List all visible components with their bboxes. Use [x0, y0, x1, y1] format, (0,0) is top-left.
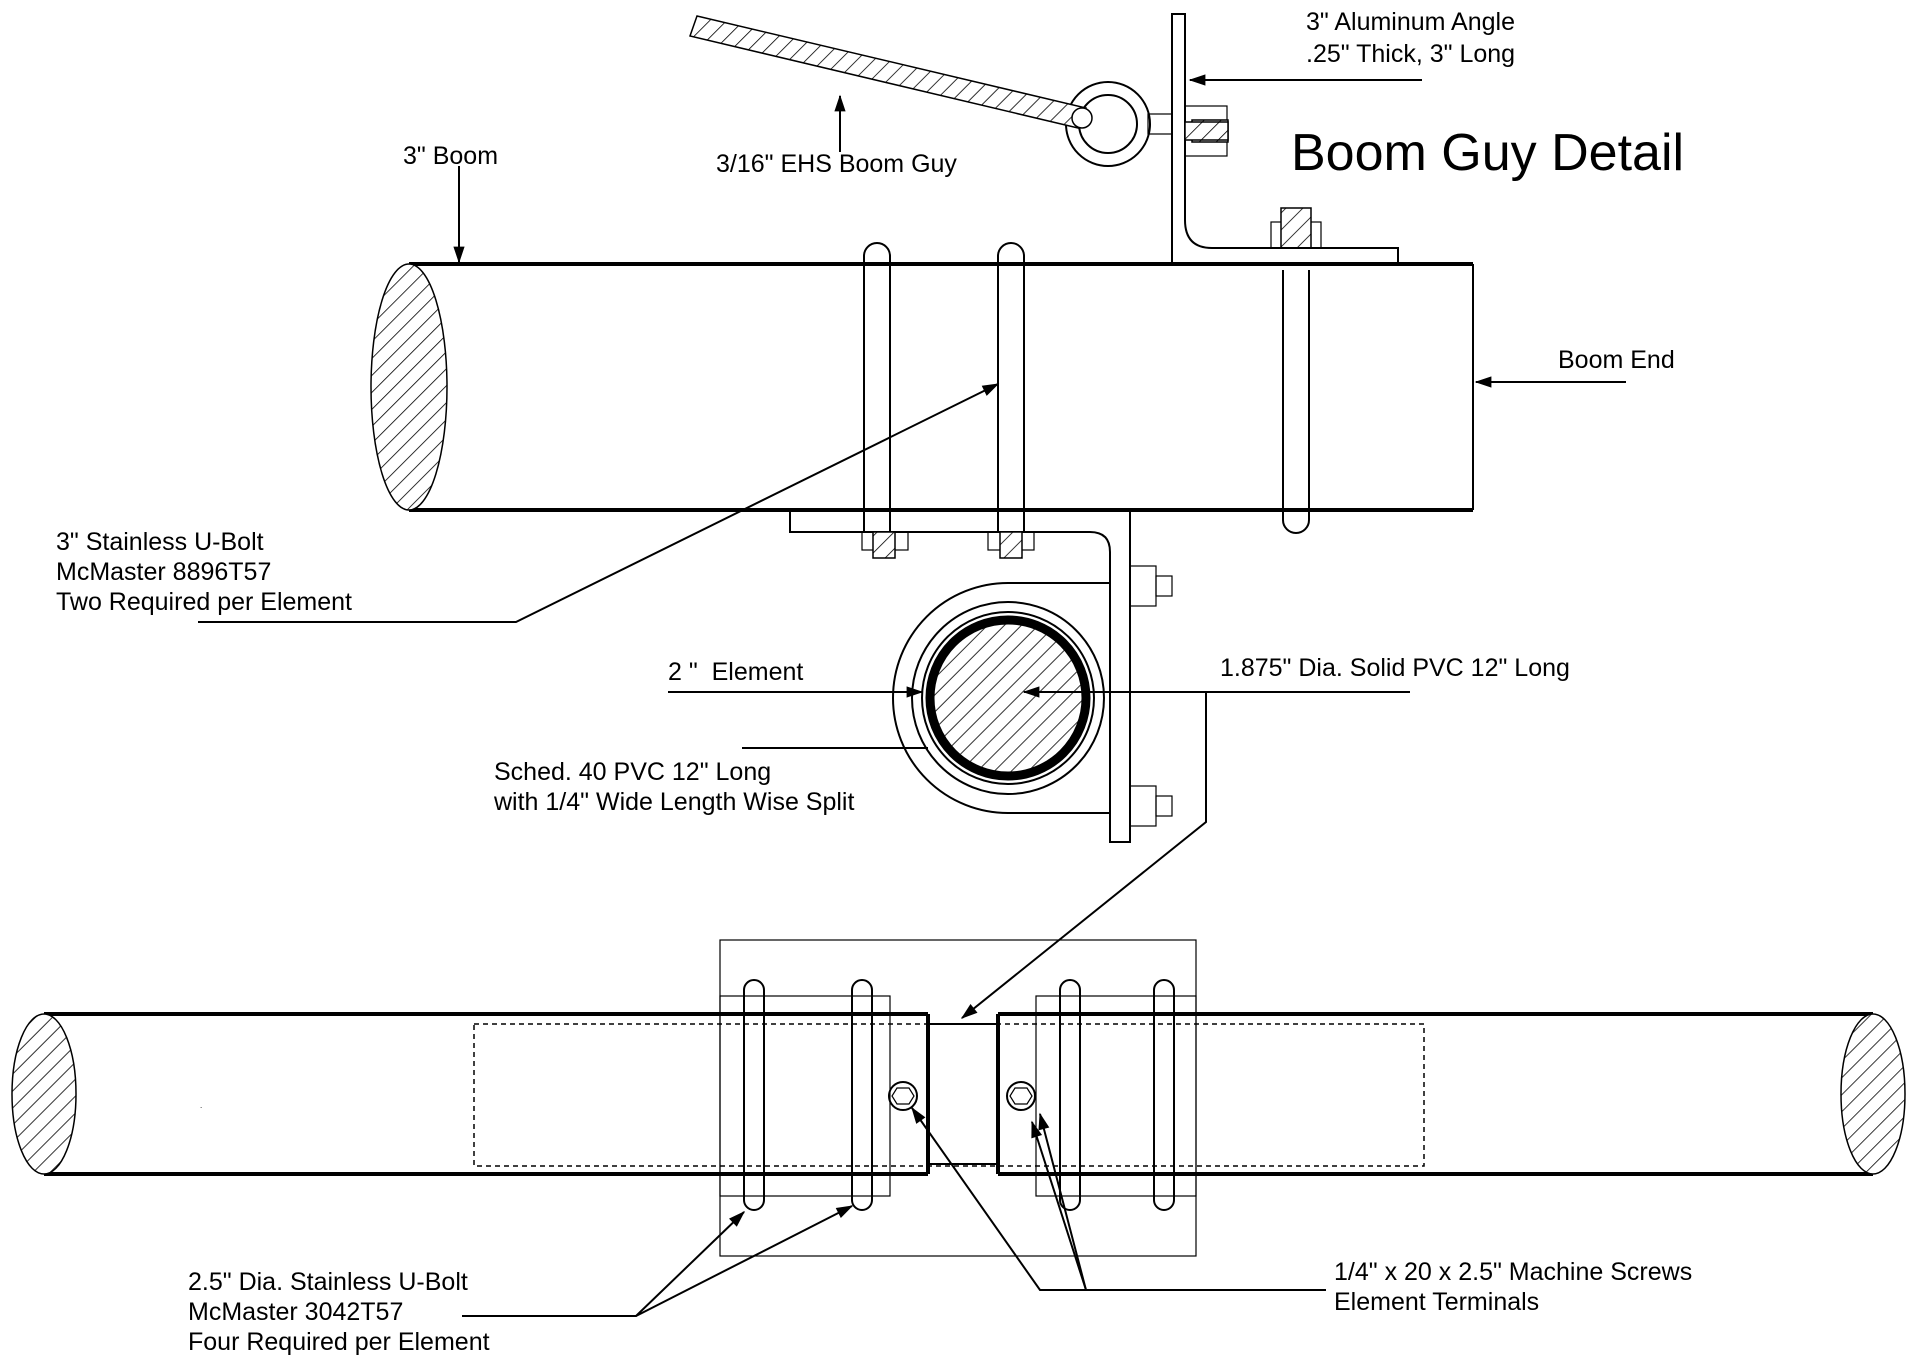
- element-u-bolt-1: [743, 979, 765, 1211]
- svg-text:.: .: [200, 1101, 202, 1110]
- pvc-insert-dashed: [473, 1023, 1425, 1167]
- element-u-bolt-3: [1059, 979, 1081, 1211]
- boom-u-bolt-3: [1270, 207, 1322, 534]
- label-sched-pvc-line1: Sched. 40 PVC 12" Long: [494, 758, 771, 786]
- label-sched-pvc-line2: with 1/4" Wide Length Wise Split: [493, 788, 854, 816]
- solid-pvc-core: [925, 615, 1091, 781]
- element-right-end-hatch: [1840, 1013, 1906, 1175]
- boom-3in: [370, 262, 1474, 512]
- element-u-bolt-2: [851, 979, 873, 1211]
- element-u-bolt-4: [1153, 979, 1175, 1211]
- label-u-bolt-25-line1: 2.5" Dia. Stainless U-Bolt: [188, 1268, 468, 1296]
- boom-cross-section-hatch: [370, 263, 448, 511]
- label-boom-guy: 3/16" EHS Boom Guy: [716, 150, 957, 178]
- label-u-bolt-25-line2: McMaster 3042T57: [188, 1298, 403, 1326]
- boom-u-bolt-2: [997, 242, 1025, 532]
- label-solid-pvc: 1.875" Dia. Solid PVC 12" Long: [1220, 654, 1570, 682]
- machine-screw-right: [1006, 1081, 1036, 1111]
- label-u-bolt-3-line2: McMaster 8896T57: [56, 558, 271, 586]
- mounting-plate: [719, 939, 1197, 1257]
- label-u-bolt-3-line3: Two Required per Element: [56, 588, 352, 616]
- drawing-title: Boom Guy Detail: [1291, 124, 1684, 182]
- label-element: 2 " Element: [668, 658, 803, 686]
- label-aluminum-angle-line2: .25" Thick, 3" Long: [1306, 40, 1515, 68]
- element-tube: [11, 1012, 1906, 1176]
- label-boom-end: Boom End: [1558, 346, 1675, 374]
- label-u-bolt-3-line1: 3" Stainless U-Bolt: [56, 528, 264, 556]
- pvc-element-clamp: [892, 582, 1110, 814]
- label-machine-screws-line2: Element Terminals: [1334, 1288, 1539, 1316]
- label-u-bolt-25-line3: Four Required per Element: [188, 1328, 490, 1356]
- leader-lines: [198, 74, 1626, 1317]
- label-aluminum-angle-line1: 3" Aluminum Angle: [1306, 8, 1515, 36]
- label-boom: 3" Boom: [403, 142, 498, 170]
- machine-screw-left: [888, 1081, 918, 1111]
- element-left-end-hatch: [11, 1013, 77, 1175]
- label-machine-screws-line1: 1/4" x 20 x 2.5" Machine Screws: [1334, 1258, 1692, 1286]
- boom-guy-wire: [689, 15, 1093, 129]
- aluminum-angle: [1171, 13, 1399, 265]
- boom-u-bolt-1: [863, 242, 891, 532]
- element-clamp-bracket: [789, 512, 1173, 843]
